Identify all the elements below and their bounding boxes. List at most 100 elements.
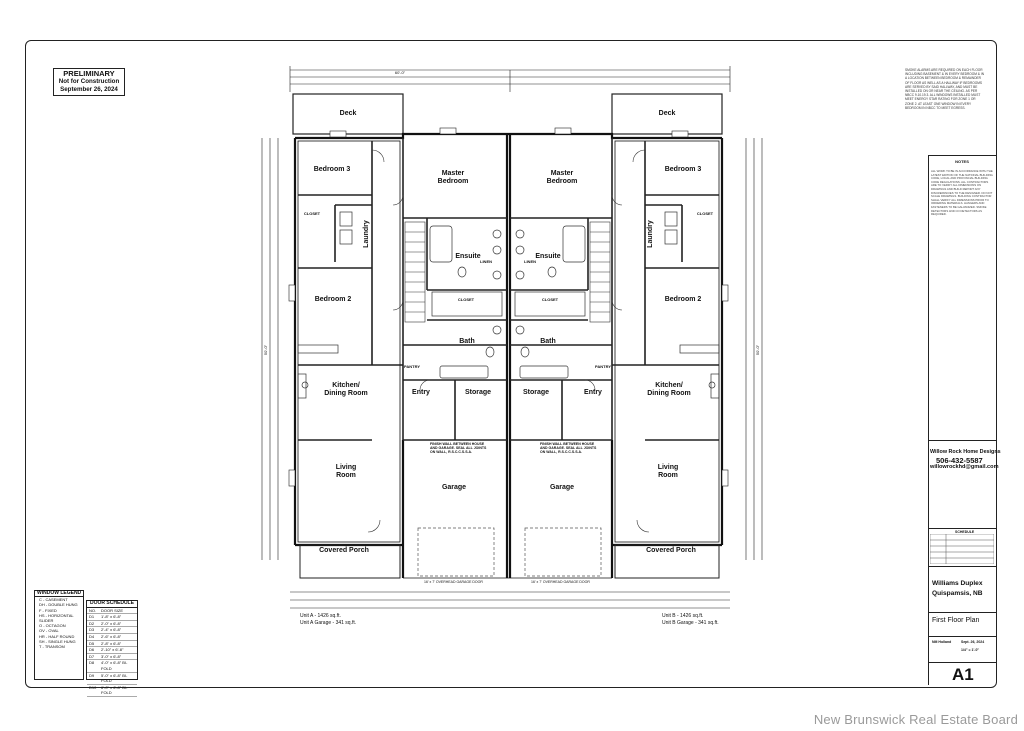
designer-phone: 506-432-5587 <box>936 456 983 465</box>
legend-item: T - TRANSOM <box>39 644 65 650</box>
room-label-entry-left: Entry <box>412 389 430 396</box>
room-label-living-left: Living Room <box>335 464 357 479</box>
designer-email: willowrockhd@gmail.com <box>930 464 999 470</box>
room-label-living-right: Living Room <box>657 464 679 479</box>
legend-item: HS - HORIZONTAL SLIDER <box>39 612 74 624</box>
sheet-title: First Floor Plan <box>932 617 980 624</box>
drawing-date: Sept. 26, 2024 <box>961 640 985 644</box>
door-schedule-header: NO. DOOR SIZE <box>87 608 137 615</box>
room-label-ensuite-right: Ensuite <box>535 253 561 260</box>
room-label-porch-right: Covered Porch <box>646 547 696 554</box>
room-label-storage-left: Storage <box>464 389 492 396</box>
room-label-master-right: Master Bedroom <box>546 170 578 185</box>
room-label-kitchen-right: Kitchen/ Dining Room <box>647 382 691 397</box>
room-label-entry-right: Entry <box>584 389 602 396</box>
legend-item: F - FIXED <box>39 607 57 613</box>
project-box <box>928 566 996 612</box>
room-label-kitchen-left: Kitchen/ Dining Room <box>324 382 368 397</box>
schedule-box <box>928 528 996 566</box>
dimension-left-depth: 50'-0" <box>263 344 268 356</box>
room-label-bath-left: Bath <box>459 338 475 345</box>
revision-table <box>930 534 994 564</box>
unit-b-area: Unit B - 1426 sq.ft. <box>662 613 704 619</box>
room-label-bedroom3-right: Bedroom 3 <box>664 166 702 173</box>
pantry-label-left: PANTRY <box>404 364 420 369</box>
notes-header: NOTES <box>928 155 996 167</box>
closet-label-ensuite-left: CLOSET <box>457 297 475 302</box>
room-label-bedroom2-left: Bedroom 2 <box>314 296 352 303</box>
pantry-label-right: PANTRY <box>595 364 611 369</box>
closet-label-right: CLOSET <box>696 211 714 216</box>
room-label-deck-right: Deck <box>658 110 676 117</box>
window-legend-title: WINDOW LEGEND <box>35 590 83 598</box>
unit-a-area: Unit A - 1426 sq.ft. <box>300 613 341 619</box>
sheet-title-box <box>928 612 996 636</box>
fire-wall-note-left: FINISH WALL BETWEEN HOUSE AND GARAGE. SE… <box>430 442 487 455</box>
sheet-number-box <box>928 662 996 688</box>
drawing-sheet-border <box>25 40 997 688</box>
closet-label-left: CLOSET <box>303 211 321 216</box>
room-label-master-left: Master Bedroom <box>437 170 469 185</box>
linen-label-left: LINEN <box>480 259 492 264</box>
unit-b-info: Unit B - 1426 sq.ft. Unit B Garage - 341… <box>662 613 719 627</box>
room-label-garage-left: Garage <box>441 484 467 491</box>
sheet-number: A1 <box>952 665 974 684</box>
room-label-bath-right: Bath <box>540 338 556 345</box>
designer-name: Willow Rock Home Designs <box>930 449 1001 455</box>
legend-item: OV - OVAL <box>39 628 59 634</box>
stamp-line3: September 26, 2024 <box>60 86 118 93</box>
project-name: Williams Duplex <box>932 580 983 587</box>
closet-label-ensuite-right: CLOSET <box>541 297 559 302</box>
watermark: New Brunswick Real Estate Board <box>813 712 1018 727</box>
unit-a-info: Unit A - 1426 sq.ft. Unit A Garage - 341… <box>300 613 356 627</box>
dimension-overall: 60'-0" <box>394 70 406 75</box>
room-label-porch-left: Covered Porch <box>319 547 369 554</box>
stamp-line2: Not for Construction <box>58 78 120 85</box>
legend-item: SH - SINGLE HUNG <box>39 638 76 644</box>
designer-box <box>928 440 996 528</box>
room-label-ensuite-left: Ensuite <box>455 253 481 260</box>
preliminary-stamp: PRELIMINARY Not for Construction Septemb… <box>53 68 125 96</box>
window-legend: WINDOW LEGEND C - CASEMENT DH - DOUBLE H… <box>34 590 84 680</box>
title-block <box>928 155 995 685</box>
drawing-scale: 1/4" = 1'-0" <box>961 648 980 652</box>
room-label-bedroom3-left: Bedroom 3 <box>313 166 351 173</box>
unit-a-garage-area: Unit A Garage - 341 sq.ft. <box>300 620 357 626</box>
room-label-bedroom2-right: Bedroom 2 <box>664 296 702 303</box>
dimension-right-depth: 50'-0" <box>755 344 760 356</box>
general-notes: ALL WORK TO BE IN ACCORDANCE WITH THE LA… <box>931 169 993 217</box>
room-label-storage-right: Storage <box>522 389 550 396</box>
fire-wall-note-right: FINISH WALL BETWEEN HOUSE AND GARAGE. SE… <box>540 442 597 455</box>
unit-b-garage-area: Unit B Garage - 341 sq.ft. <box>662 620 719 626</box>
info-box <box>928 636 996 662</box>
legend-item: HR - HALF ROUND <box>39 633 75 639</box>
legend-item: C - CASEMENT <box>39 597 68 603</box>
room-label-deck-left: Deck <box>339 110 357 117</box>
garage-door-note-left: 16' x 7' OVERHEAD GARAGE DOOR <box>424 580 483 584</box>
legend-item: DH - DOUBLE HUNG <box>39 602 78 608</box>
room-label-laundry-right: Laundry <box>647 220 654 248</box>
schedule-label: SCHEDULE <box>955 530 975 534</box>
garage-door-note-right: 16' x 7' OVERHEAD GARAGE DOOR <box>531 580 590 584</box>
linen-label-right: LINEN <box>524 259 536 264</box>
smoke-alarm-notes: SMOKE ALARMS ARE REQUIRED ON EACH FLOOR … <box>905 68 984 110</box>
stamp-line1: PRELIMINARY <box>63 69 115 78</box>
room-label-garage-right: Garage <box>549 484 575 491</box>
room-label-laundry-left: Laundry <box>363 220 370 248</box>
project-location: Quispamsis, NB <box>932 590 983 597</box>
drawn-by: NM Holland <box>932 640 952 644</box>
legend-item: O - OCTAGON <box>39 623 66 629</box>
door-schedule-title: DOOR SCHEDULE <box>87 600 137 608</box>
